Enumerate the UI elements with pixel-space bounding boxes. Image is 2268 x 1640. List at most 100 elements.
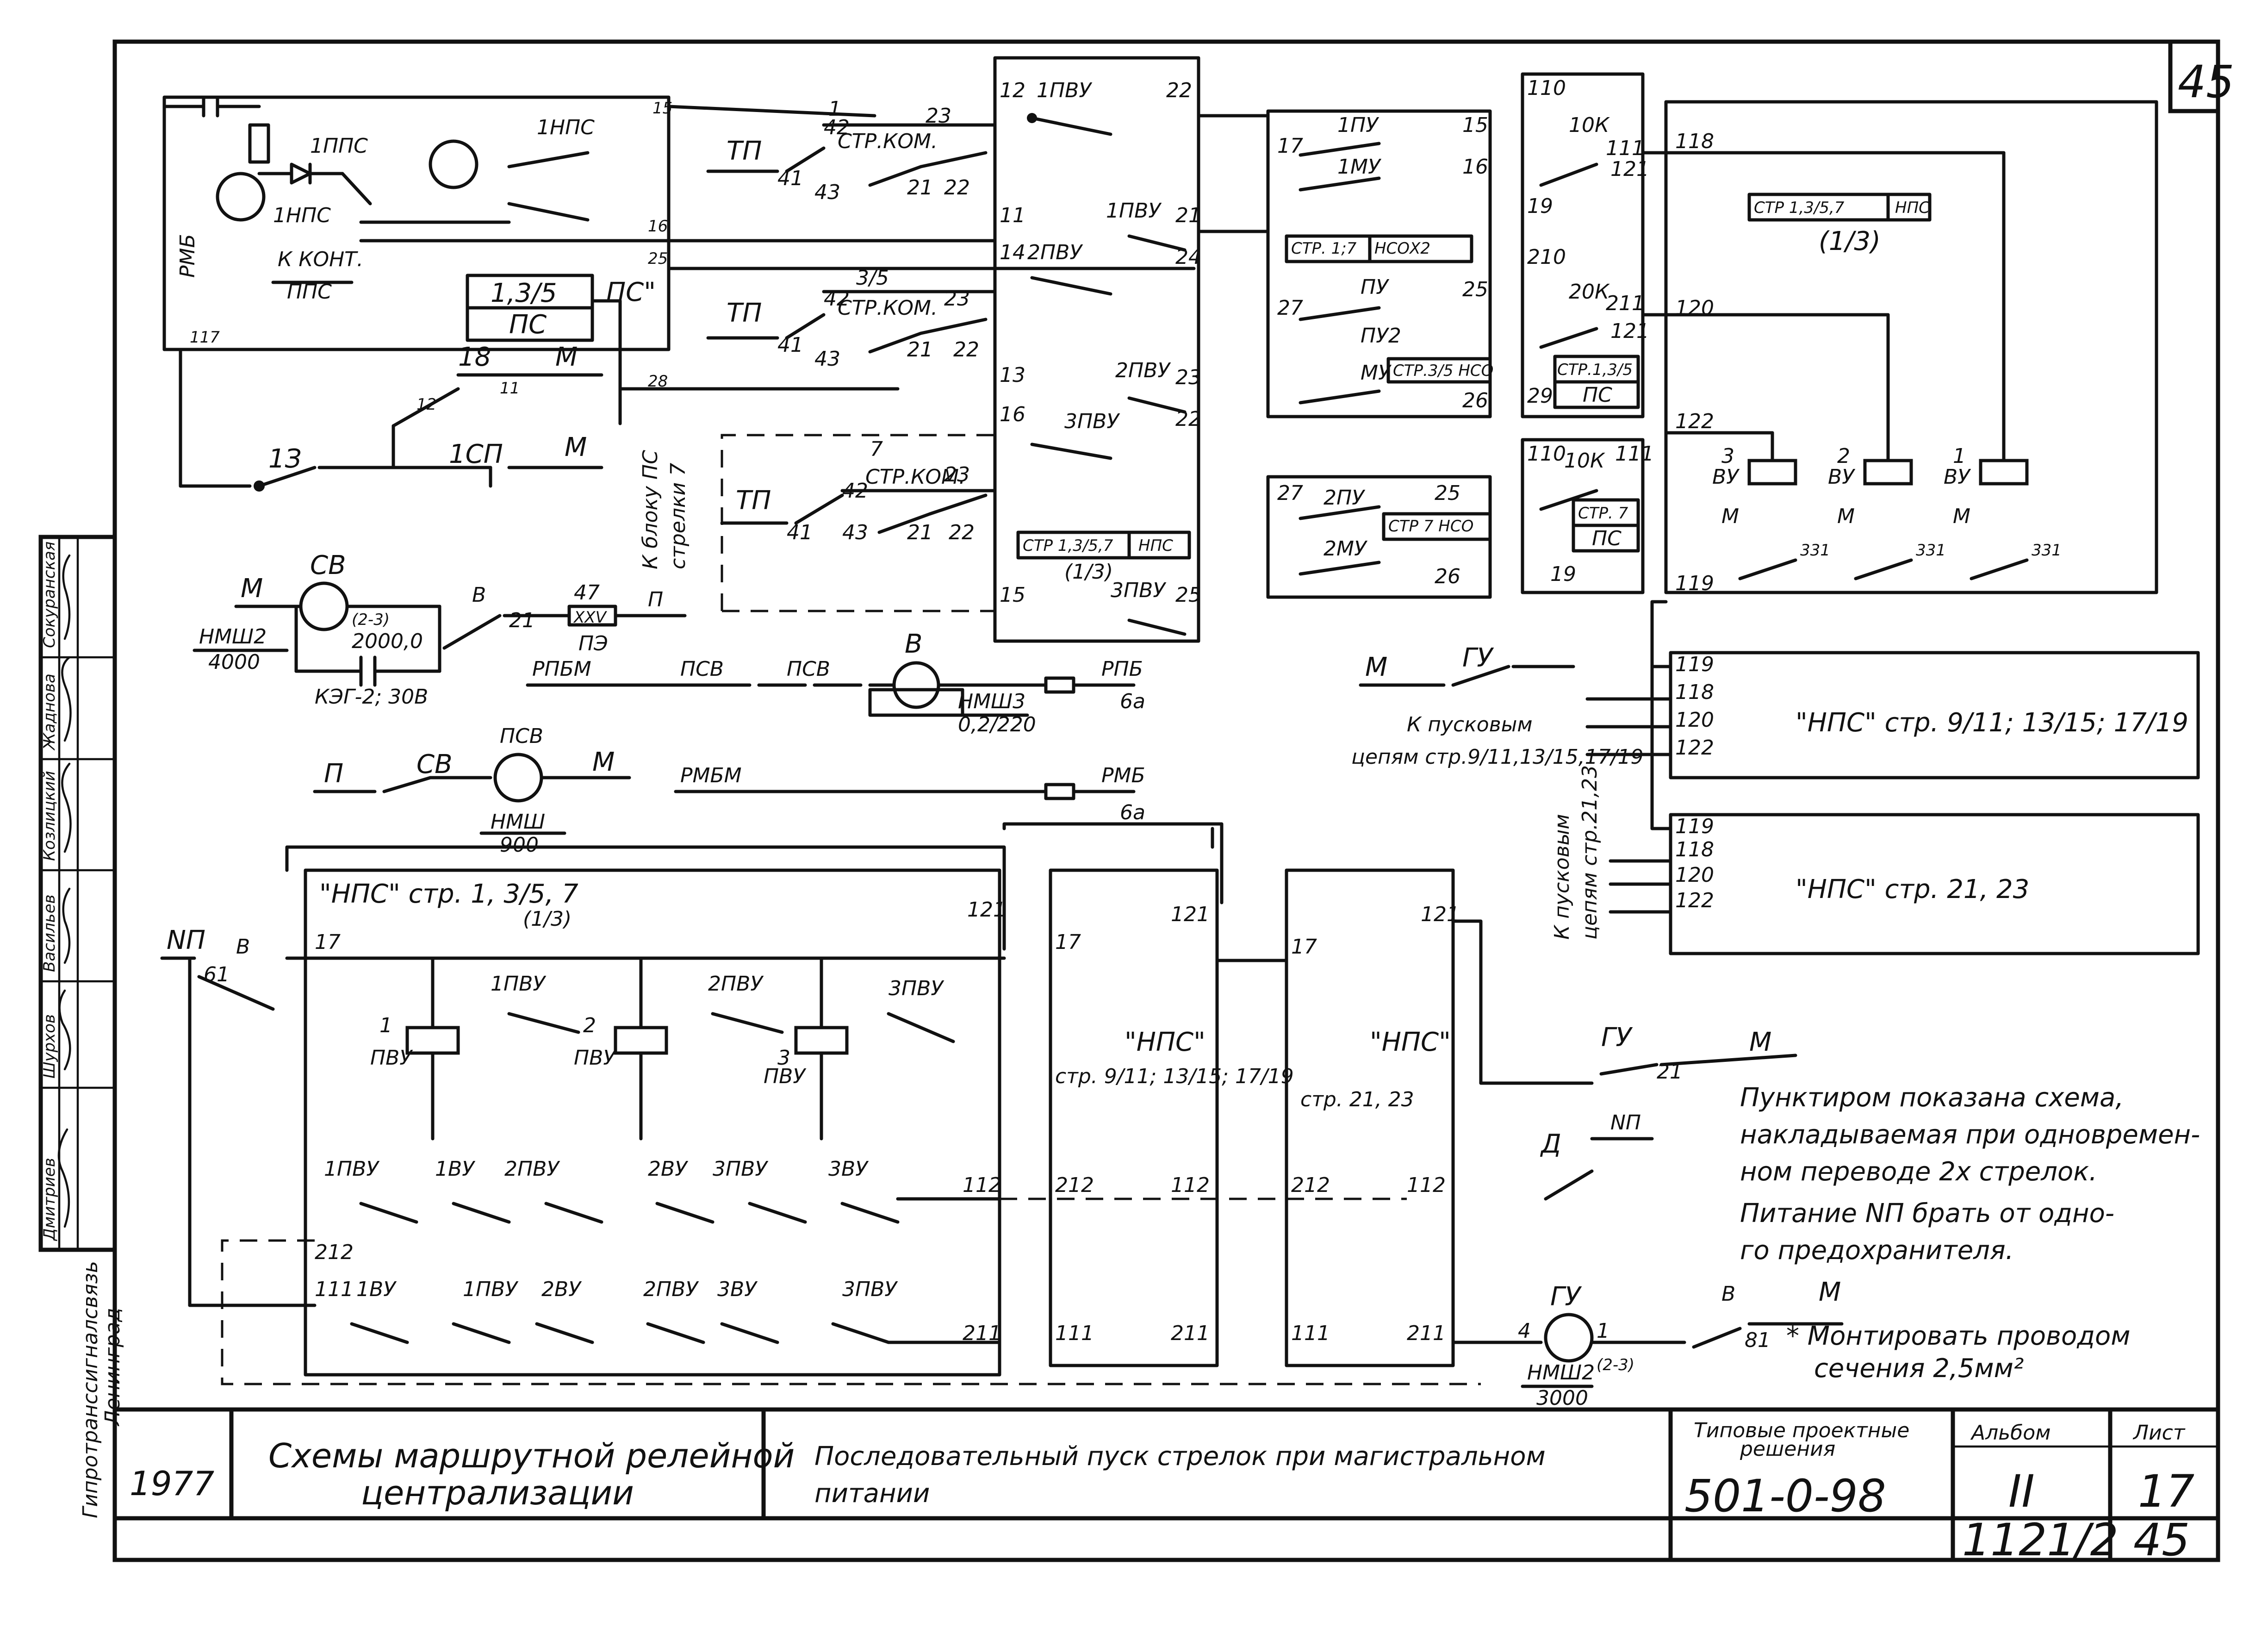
svg-text:СТР. 1;7: СТР. 1;7: [1291, 239, 1357, 258]
svg-text:118: 118: [1675, 838, 1714, 861]
svg-text:СТР.КОМ.: СТР.КОМ.: [838, 130, 938, 153]
svg-text:6а: 6а: [1120, 801, 1145, 824]
gu-relay: [1544, 1313, 1594, 1363]
svg-text:ПС: ПС: [1592, 527, 1622, 550]
sv-relay: [299, 581, 349, 631]
svg-text:21: 21: [1175, 204, 1201, 227]
note-power-1: Питание NП брать от одно-: [1740, 1198, 2114, 1228]
svg-text:41: 41: [787, 521, 813, 544]
vu3-relay: [1747, 459, 1797, 486]
svg-text:ВУ: ВУ: [1828, 465, 1856, 489]
svg-text:41: 41: [777, 333, 803, 357]
svg-text:26: 26: [1462, 389, 1488, 412]
svg-text:11: 11: [500, 379, 520, 398]
notes: Пунктиром показана схема, накладываемая …: [1740, 1009, 2220, 1409]
svg-text:3ПВУ: 3ПВУ: [713, 1157, 769, 1181]
block-supply-circuits: М НМШ2 4000 СВ (2-3) 2000,0 КЭГ-2; 30В 4…: [193, 550, 1145, 857]
svg-text:1ППС: 1ППС: [310, 134, 368, 158]
svg-text:18: 18: [458, 342, 491, 372]
system-title-line2: централизации: [361, 1473, 634, 1512]
svg-text:М: М: [1365, 652, 1387, 682]
svg-text:ТП: ТП: [727, 298, 762, 328]
svg-text:119: 119: [1675, 653, 1714, 676]
svg-text:81: 81: [1745, 1328, 1771, 1352]
signature-3: [62, 887, 71, 964]
svg-text:ГУ: ГУ: [1550, 1282, 1582, 1312]
svg-text:ПСВ: ПСВ: [787, 657, 830, 681]
v-relay: [892, 661, 940, 709]
svg-text:10К: 10К: [1564, 449, 1605, 473]
svg-text:331: 331: [2032, 541, 2062, 560]
album-label: Альбом: [1970, 1421, 2051, 1445]
svg-text:19: 19: [1527, 194, 1553, 218]
svg-text:ПУ: ПУ: [1361, 275, 1390, 299]
psv-relay: [493, 753, 543, 803]
svg-text:СВ: СВ: [310, 550, 346, 580]
svg-text:"НПС": "НПС": [1125, 1027, 1205, 1057]
svg-text:900: 900: [500, 833, 539, 857]
svg-text:22: 22: [949, 521, 975, 544]
svg-text:118: 118: [1675, 680, 1714, 704]
svg-text:К блоку ПС: К блоку ПС: [639, 450, 662, 569]
svg-text:стрелки 7: стрелки 7: [666, 463, 690, 569]
svg-text:МУ: МУ: [1361, 361, 1392, 385]
drawing-frame: [38, 39, 2220, 1562]
svg-text:23: 23: [944, 463, 970, 486]
stamp-name-2: Шурхов: [40, 1014, 59, 1079]
svg-text:42: 42: [824, 287, 850, 311]
svg-text:61: 61: [204, 963, 230, 986]
svg-text:121: 121: [967, 898, 1006, 922]
rmb-relay: [216, 172, 266, 222]
svg-text:М: М: [592, 747, 615, 777]
svg-text:В: В: [1721, 1282, 1735, 1306]
svg-text:1: 1: [1597, 1319, 1609, 1343]
svg-text:СТР.1,3/5: СТР.1,3/5: [1557, 361, 1633, 379]
signature-4: [61, 762, 72, 853]
svg-text:210: 210: [1527, 245, 1566, 269]
svg-text:118: 118: [1675, 130, 1714, 153]
svg-text:2ПВУ: 2ПВУ: [708, 972, 764, 996]
svg-text:ПВУ: ПВУ: [370, 1046, 413, 1070]
svg-text:1ВУ: 1ВУ: [356, 1278, 397, 1301]
svg-text:211: 211: [1407, 1322, 1446, 1345]
svg-text:1,3/5: 1,3/5: [491, 278, 557, 308]
svg-text:"НПС" стр. 9/11; 13/15; 17/19: "НПС" стр. 9/11; 13/15; 17/19: [1796, 708, 2188, 738]
svg-text:ПС": ПС": [606, 277, 656, 307]
svg-text:25: 25: [1435, 481, 1460, 505]
svg-text:47: 47: [574, 581, 600, 605]
svg-text:211: 211: [1606, 292, 1645, 315]
svg-text:121: 121: [1610, 157, 1649, 181]
block-pu-mu: 1ПУ 15 17 1МУ 16 СТР. 1;7 НСОХ2 ПУ 25 27…: [1266, 109, 1493, 599]
svg-text:1ПВУ: 1ПВУ: [1037, 79, 1093, 102]
svg-text:111: 111: [1291, 1322, 1330, 1345]
svg-text:6а: 6а: [1120, 690, 1145, 713]
svg-text:211: 211: [1171, 1322, 1210, 1345]
block-mid-nps: 121 17 "НПС" стр. 9/11; 13/15; 17/19 212…: [1002, 822, 1844, 1410]
svg-text:111: 111: [315, 1278, 354, 1301]
svg-text:119: 119: [1675, 815, 1714, 838]
svg-text:КЭГ-2; 30В: КЭГ-2; 30В: [315, 685, 428, 709]
svg-text:1ПВУ: 1ПВУ: [324, 1157, 380, 1181]
svg-text:16: 16: [1000, 403, 1025, 426]
svg-text:СТР.КОМ.: СТР.КОМ.: [838, 296, 938, 320]
svg-text:(1/3): (1/3): [523, 907, 572, 931]
svg-text:РПБ: РПБ: [1101, 657, 1143, 681]
svg-text:М: М: [1749, 1027, 1771, 1057]
svg-text:17: 17: [315, 930, 341, 954]
svg-text:2ПВУ: 2ПВУ: [643, 1278, 699, 1301]
archive-number: 1121/2: [1962, 1514, 2119, 1566]
block-pvu: 12 1ПВУ 22 11 1ПВУ 21 14 2ПВУ 24 13 2ПВУ…: [993, 56, 1270, 643]
svg-text:111: 111: [1606, 137, 1645, 160]
typical-label-line2: решения: [1740, 1437, 1835, 1461]
svg-text:20К: 20К: [1569, 280, 1610, 304]
sheet-title-line1: Последовательный пуск стрелок при магист…: [814, 1441, 1546, 1472]
svg-text:122: 122: [1675, 410, 1714, 433]
svg-text:25: 25: [648, 249, 668, 268]
svg-text:"НПС" стр. 1, 3/5, 7: "НПС" стр. 1, 3/5, 7: [319, 879, 578, 909]
svg-text:М: М: [241, 574, 263, 604]
svg-text:3000: 3000: [1536, 1386, 1588, 1410]
svg-text:ВУ: ВУ: [1944, 465, 1971, 489]
svg-text:НМШ2: НМШ2: [199, 625, 267, 649]
svg-text:3ПВУ: 3ПВУ: [1111, 579, 1167, 602]
svg-text:ПЭ: ПЭ: [578, 632, 608, 655]
